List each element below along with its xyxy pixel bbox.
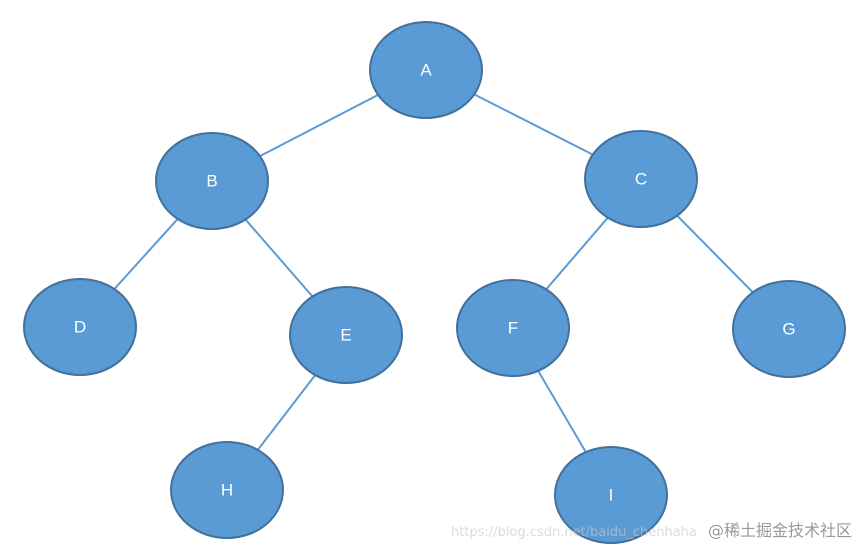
watermark-brand: @稀土掘金技术社区: [707, 521, 852, 540]
node-e-label: E: [340, 325, 351, 344]
edge-c-g: [676, 214, 754, 294]
tree-nodes: A B C D E F G H I: [23, 21, 846, 544]
node-f-label: F: [508, 318, 518, 337]
node-e: E: [289, 286, 403, 384]
node-d: D: [23, 278, 137, 376]
edge-a-c: [473, 93, 594, 156]
node-h-label: H: [221, 480, 233, 499]
watermark-url: https://blog.csdn.net/baidu_chenhaha: [450, 525, 697, 540]
edge-b-d: [113, 218, 179, 290]
edge-a-b: [259, 94, 379, 157]
node-i: I: [554, 446, 668, 544]
node-f: F: [456, 279, 570, 377]
edge-f-i: [537, 370, 587, 453]
node-e-ellipse: [289, 286, 403, 384]
node-h-ellipse: [170, 441, 284, 539]
node-c-label: C: [635, 169, 647, 188]
node-g-ellipse: [732, 280, 846, 378]
node-a-ellipse: [369, 21, 483, 119]
watermark: https://blog.csdn.net/baidu_chenhaha @稀土…: [451, 517, 852, 541]
node-f-ellipse: [456, 279, 570, 377]
node-g-label: G: [782, 319, 795, 338]
node-d-ellipse: [23, 278, 137, 376]
node-h: H: [170, 441, 284, 539]
node-i-label: I: [609, 485, 614, 504]
tree-edges: [113, 93, 754, 453]
node-g: G: [732, 280, 846, 378]
edge-e-h: [257, 374, 316, 451]
node-a: A: [369, 21, 483, 119]
node-d-label: D: [74, 317, 86, 336]
node-c-ellipse: [584, 130, 698, 228]
node-b-label: B: [206, 171, 217, 190]
edge-b-e: [244, 218, 314, 298]
node-b: B: [155, 132, 269, 230]
node-a-label: A: [420, 60, 432, 79]
node-c: C: [584, 130, 698, 228]
node-b-ellipse: [155, 132, 269, 230]
node-i-ellipse: [554, 446, 668, 544]
edge-c-f: [545, 217, 609, 290]
